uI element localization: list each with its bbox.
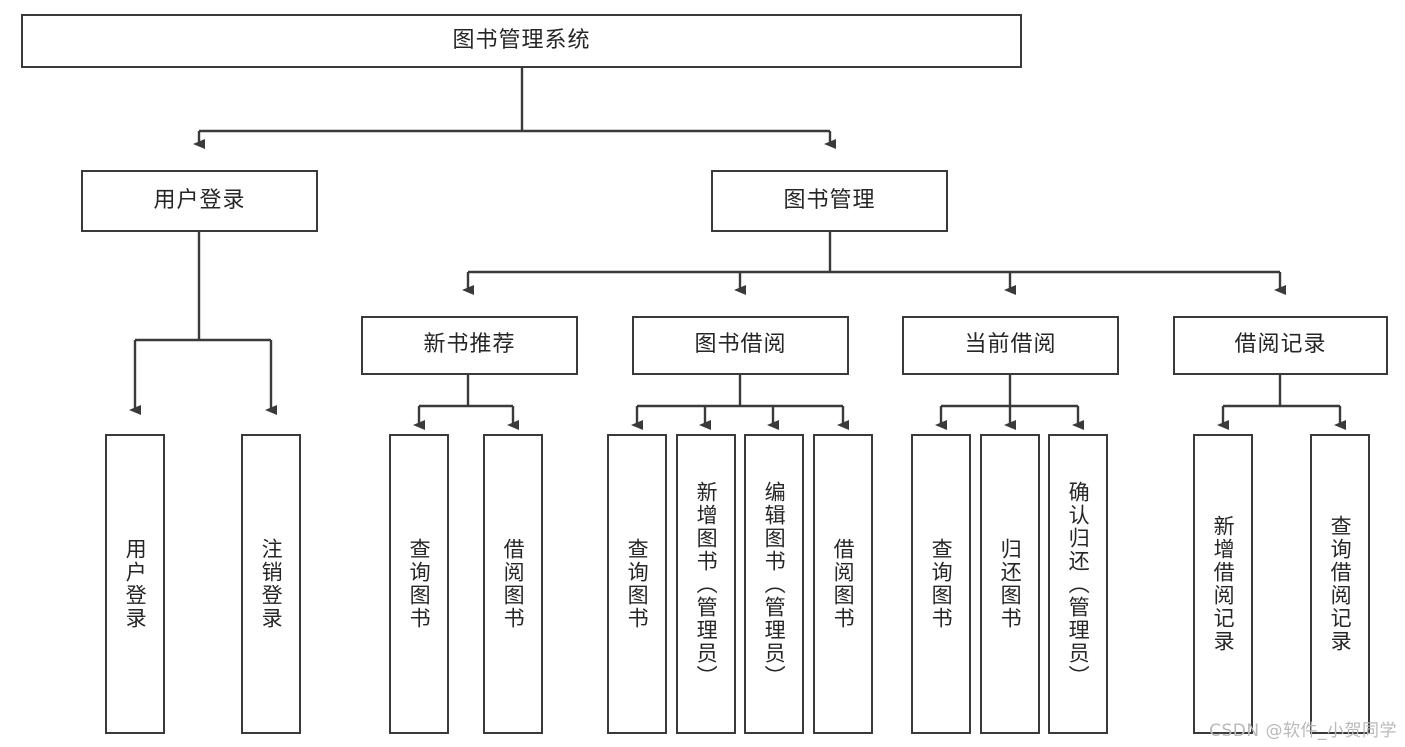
node-current-borrow[interactable]: 当前借阅: [902, 316, 1119, 375]
leaf-label: 编辑图书（管理员）: [762, 480, 787, 688]
leaf-current-borrow-confirm[interactable]: 确认归还（管理员）: [1048, 434, 1108, 734]
leaf-user-login-login[interactable]: 用户登录: [105, 434, 165, 734]
leaf-label: 注销登录: [259, 538, 284, 630]
leaf-new-book-query[interactable]: 查询图书: [389, 434, 449, 734]
leaf-label: 查询图书: [625, 538, 650, 630]
leaf-book-borrow-borrow[interactable]: 借阅图书: [813, 434, 873, 734]
leaf-book-borrow-edit[interactable]: 编辑图书（管理员）: [744, 434, 804, 734]
leaf-label: 新增借阅记录: [1211, 515, 1236, 653]
node-root-system[interactable]: 图书管理系统: [21, 14, 1022, 68]
node-book-management[interactable]: 图书管理: [711, 170, 948, 232]
leaf-label: 用户登录: [123, 538, 148, 630]
leaf-user-login-logout[interactable]: 注销登录: [241, 434, 301, 734]
leaf-label: 确认归还（管理员）: [1066, 480, 1091, 688]
leaf-label: 查询借阅记录: [1328, 515, 1353, 653]
leaf-label: 查询图书: [929, 538, 954, 630]
leaf-book-borrow-add[interactable]: 新增图书（管理员）: [676, 434, 736, 734]
leaf-label: 新增图书（管理员）: [694, 480, 719, 688]
leaf-book-borrow-query[interactable]: 查询图书: [607, 434, 667, 734]
node-new-book-recommend[interactable]: 新书推荐: [361, 316, 578, 375]
leaf-borrow-record-query[interactable]: 查询借阅记录: [1310, 434, 1370, 734]
node-user-login[interactable]: 用户登录: [81, 170, 318, 232]
leaf-borrow-record-add[interactable]: 新增借阅记录: [1193, 434, 1253, 734]
watermark-text: CSDN @软件_小贺同学: [1209, 721, 1397, 741]
leaf-new-book-borrow[interactable]: 借阅图书: [483, 434, 543, 734]
leaf-current-borrow-query[interactable]: 查询图书: [911, 434, 971, 734]
leaf-current-borrow-return[interactable]: 归还图书: [980, 434, 1040, 734]
node-borrow-record[interactable]: 借阅记录: [1173, 316, 1388, 375]
leaf-label: 查询图书: [407, 538, 432, 630]
leaf-label: 归还图书: [998, 538, 1023, 630]
leaf-label: 借阅图书: [831, 538, 856, 630]
node-book-borrow[interactable]: 图书借阅: [632, 316, 849, 375]
leaf-label: 借阅图书: [501, 538, 526, 630]
